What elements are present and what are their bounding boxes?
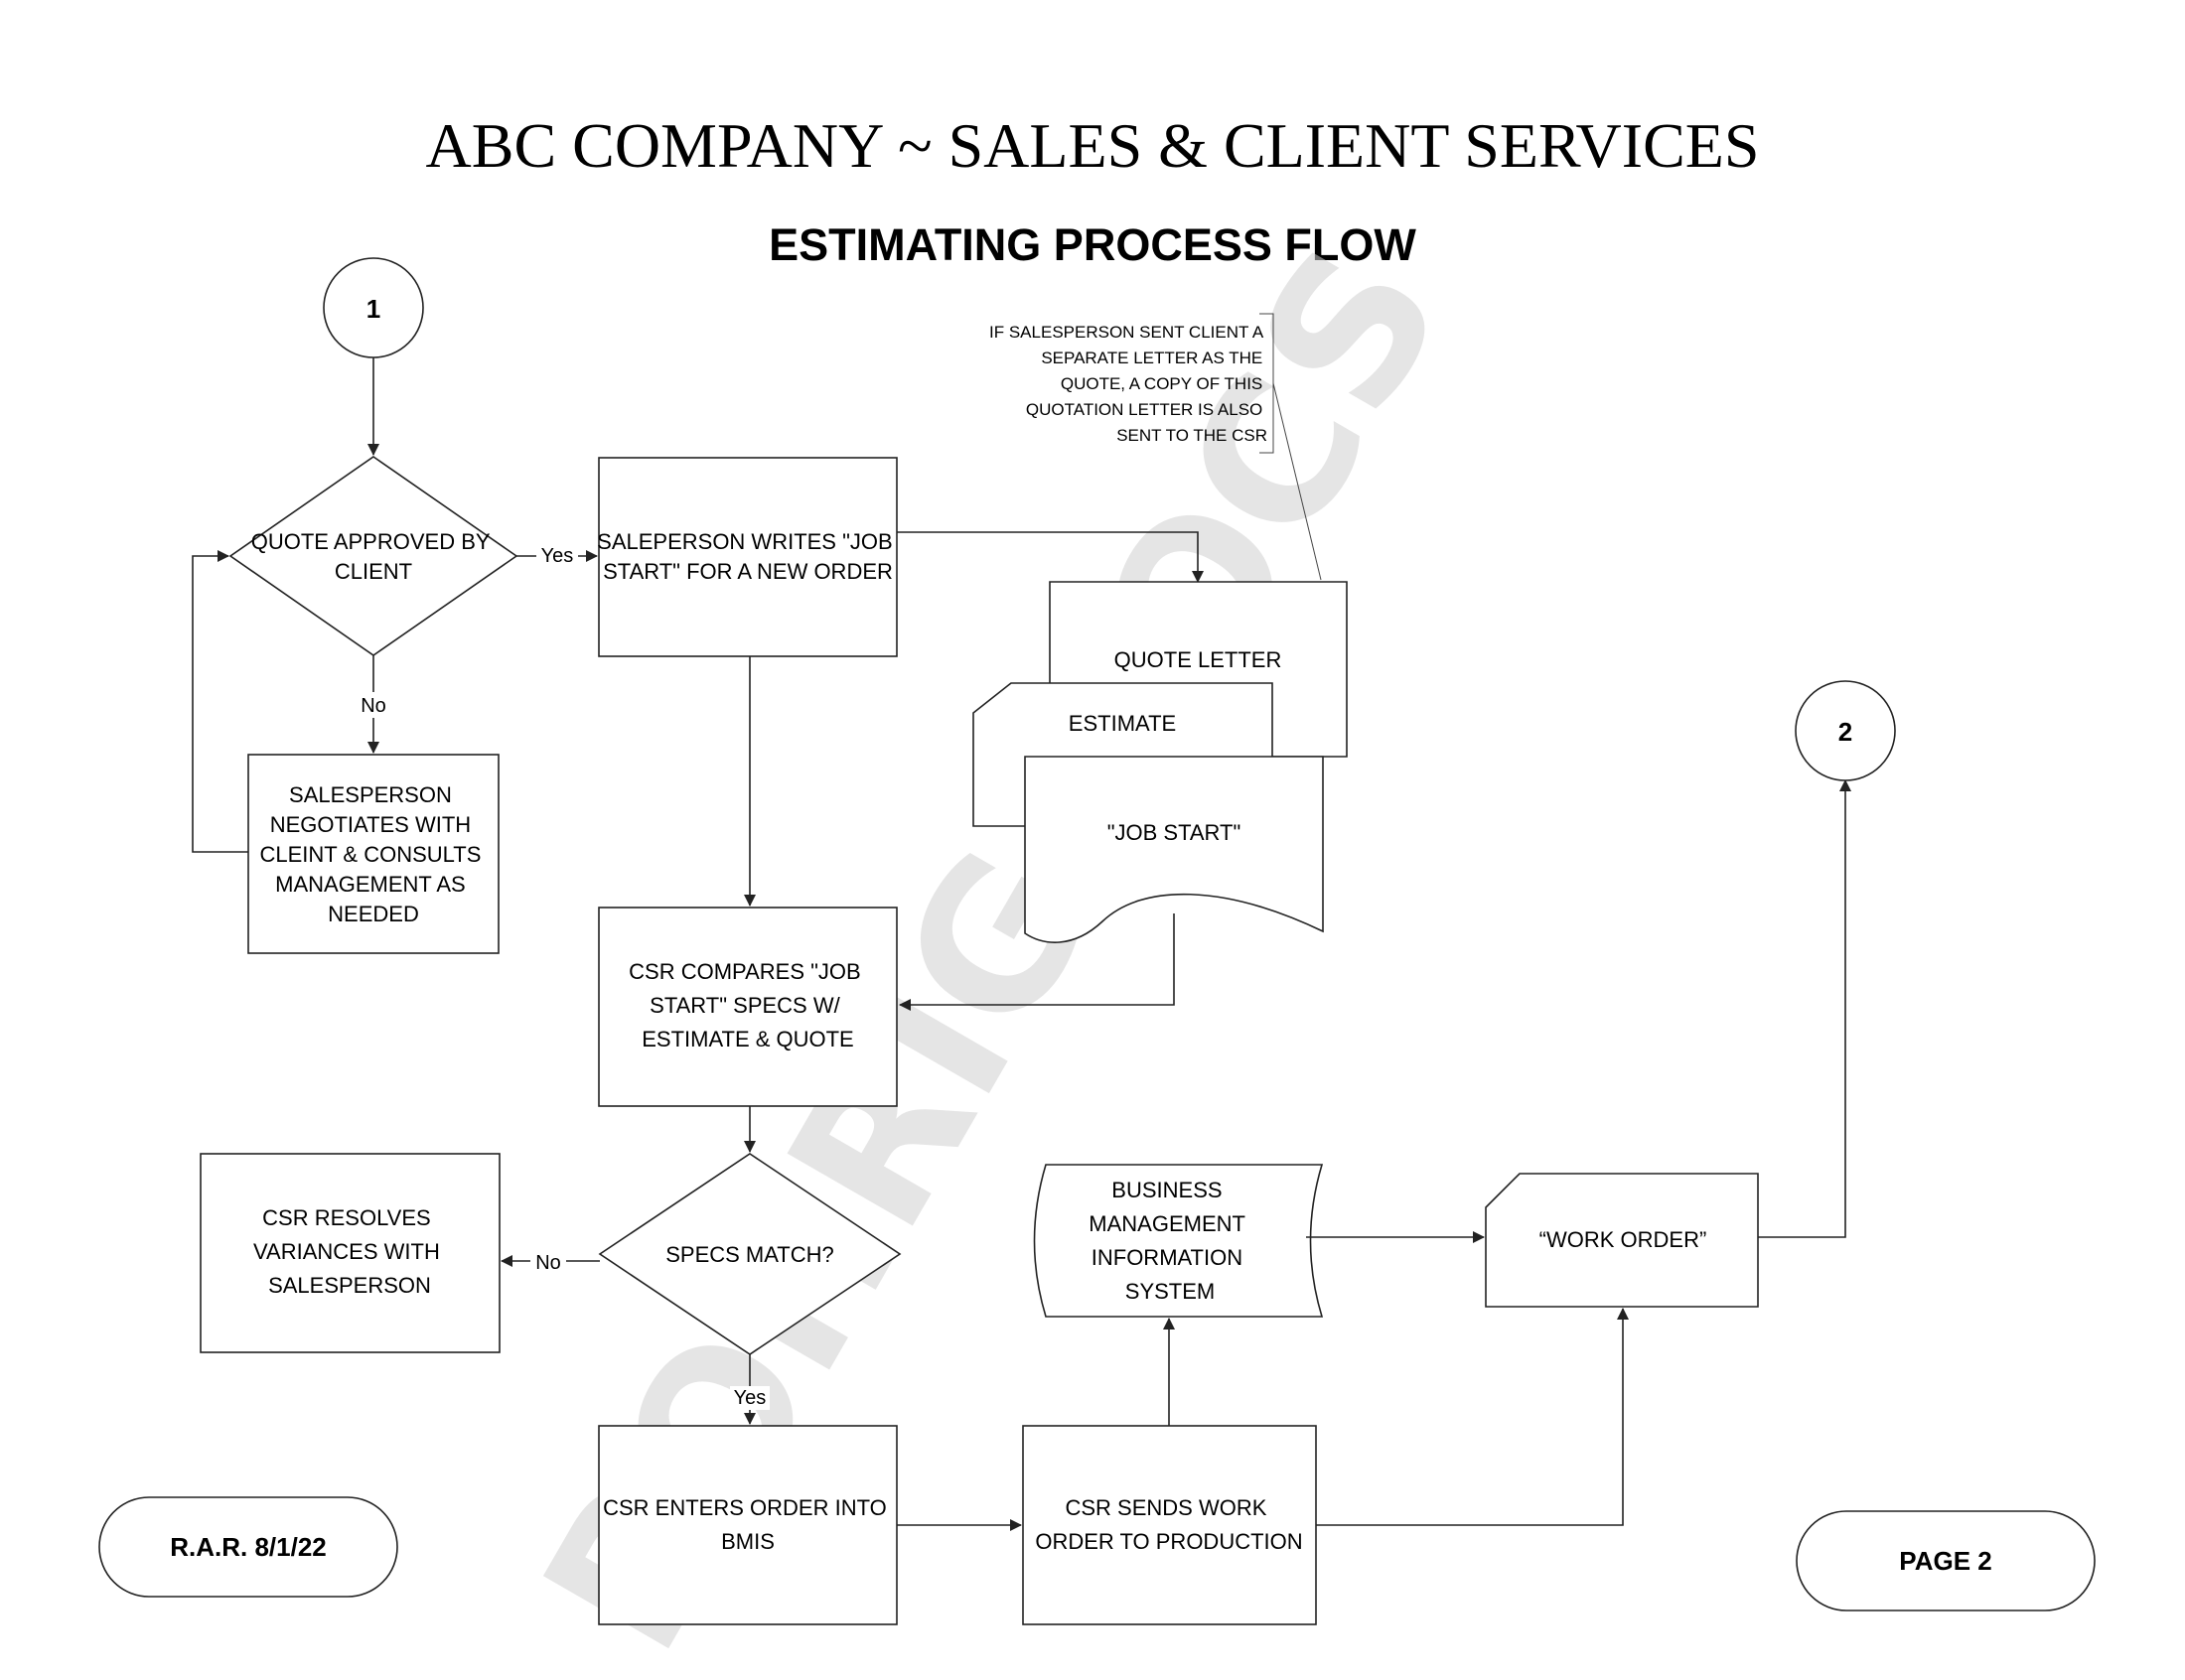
csr-enters-line-2: BMIS <box>721 1529 775 1554</box>
negotiates-line-1: SALESPERSON <box>289 782 452 807</box>
specs-match-decision: SPECS MATCH? <box>598 1153 902 1355</box>
edge-label-no-1: No <box>361 695 386 717</box>
annotation-line-5: SENT TO THE CSR <box>1116 426 1267 445</box>
svg-text:CSR COMPARES "JOB START": CSR COMPARES "JOB START" SPECS W/ ESTIMA… <box>629 959 867 1051</box>
negotiates-process: SALESPERSON NEGOTIATES WITH CLEINT & CON… <box>247 754 500 954</box>
csr-sends-process: CSR SENDS WORK ORDER TO PRODUCTION <box>1022 1425 1317 1625</box>
edge-label-yes-2: Yes <box>734 1387 767 1409</box>
csr-resolves-line-3: SALESPERSON <box>268 1273 431 1298</box>
salesperson-writes-line-2: START" FOR A NEW ORDER <box>603 559 893 584</box>
specs-match-label: SPECS MATCH? <box>665 1242 834 1267</box>
bmis-line-2: MANAGEMENT <box>1089 1211 1244 1236</box>
csr-sends-line-1: CSR SENDS WORK <box>1065 1495 1266 1520</box>
csr-enters-process: CSR ENTERS ORDER INTO BMIS <box>598 1425 898 1625</box>
quote-letter-annotation: IF SALESPERSON SENT CLIENT A SEPARATE LE… <box>989 313 1322 581</box>
negotiates-line-5: NEEDED <box>328 902 419 926</box>
svg-text:CSR SENDS WORK ORDER TO: CSR SENDS WORK ORDER TO PRODUCTION <box>1035 1495 1302 1554</box>
job-start-label: "JOB START" <box>1107 820 1241 845</box>
salesperson-writes-process: SALEPERSON WRITES "JOB START" FOR A NEW … <box>597 457 899 657</box>
csr-enters-line-1: CSR ENTERS ORDER INTO <box>603 1495 887 1520</box>
start-connector-label: 1 <box>366 294 380 324</box>
work-order-document: “WORK ORDER” <box>1485 1173 1759 1308</box>
edge-negotiates-loop <box>192 550 248 853</box>
author-date-label: R.A.R. 8/1/22 <box>170 1532 327 1562</box>
end-connector: 2 <box>1795 680 1896 781</box>
page-number-label: PAGE 2 <box>1899 1546 1991 1576</box>
quote-approved-line-2: CLIENT <box>335 559 412 584</box>
negotiates-line-3: CLEINT & CONSULTS <box>259 842 481 867</box>
negotiates-line-4: MANAGEMENT AS <box>275 872 466 897</box>
annotation-line-1: IF SALESPERSON SENT CLIENT A <box>989 323 1264 342</box>
csr-compares-line-3: ESTIMATE & QUOTE <box>642 1027 854 1051</box>
csr-compares-line-1: CSR COMPARES "JOB <box>629 959 861 984</box>
edge-sends-to-work-order <box>1316 1308 1629 1526</box>
work-order-label: “WORK ORDER” <box>1539 1227 1707 1252</box>
end-connector-label: 2 <box>1838 717 1852 747</box>
svg-text:CSR RESOLVES VARIANCES W: CSR RESOLVES VARIANCES WITH SALESPERSON <box>253 1205 446 1298</box>
csr-compares-line-2: START" SPECS W/ <box>650 993 840 1018</box>
svg-text:QUOTE APPROVED BY CLIENT: QUOTE APPROVED BY CLIENT <box>251 529 497 584</box>
quote-approved-decision: QUOTE APPROVED BY CLIENT <box>228 456 518 656</box>
page-subtitle: ESTIMATING PROCESS FLOW <box>769 219 1416 270</box>
edge-writes-to-quote-letter <box>897 531 1204 583</box>
svg-text:SALEPERSON WRITES "JOB S: SALEPERSON WRITES "JOB START" FOR A NEW … <box>597 529 899 584</box>
edge-label-no-2: No <box>535 1252 561 1274</box>
bmis-line-3: INFORMATION <box>1092 1245 1242 1270</box>
page-title: ABC COMPANY ~ SALES & CLIENT SERVICES <box>426 110 1760 181</box>
annotation-line-2: SEPARATE LETTER AS THE <box>1041 349 1262 367</box>
csr-compares-process: CSR COMPARES "JOB START" SPECS W/ ESTIMA… <box>598 907 898 1107</box>
annotation-line-4: QUOTATION LETTER IS ALSO <box>1026 400 1262 419</box>
csr-resolves-line-1: CSR RESOLVES <box>262 1205 431 1230</box>
job-start-document: "JOB START" <box>1024 756 1324 943</box>
edge-label-yes-1: Yes <box>541 545 574 567</box>
edge-job-start-to-compares <box>899 913 1175 1011</box>
quote-letter-label: QUOTE LETTER <box>1114 647 1282 672</box>
svg-text:SALESPERSON NEGOTIATES W: SALESPERSON NEGOTIATES WITH CLEINT & CON… <box>259 782 487 926</box>
csr-resolves-line-2: VARIANCES WITH <box>253 1239 440 1264</box>
estimate-label: ESTIMATE <box>1069 711 1176 736</box>
csr-resolves-process: CSR RESOLVES VARIANCES WITH SALESPERSON <box>200 1153 501 1353</box>
bmis-data-store: BUSINESS MANAGEMENT INFORMATION SYSTEM <box>1033 1164 1324 1318</box>
csr-sends-line-2: ORDER TO PRODUCTION <box>1035 1529 1302 1554</box>
edge-work-order-to-end <box>1758 779 1851 1238</box>
bmis-line-4: SYSTEM <box>1125 1279 1215 1304</box>
negotiates-line-2: NEGOTIATES WITH <box>270 812 471 837</box>
page-number-terminator: PAGE 2 <box>1796 1510 2096 1611</box>
annotation-line-3: QUOTE, A COPY OF THIS <box>1061 374 1262 393</box>
svg-text:IF SALESPERSON SENT CLIENT A: IF SALESPERSON SENT CLIENT A SEPARATE LE… <box>989 323 1267 445</box>
quote-approved-line-1: QUOTE APPROVED BY <box>251 529 491 554</box>
svg-text:BUSINESS MANAGEMENT: BUSINESS MANAGEMENT INFORMATION SYSTEM <box>1089 1178 1250 1304</box>
start-connector: 1 <box>323 257 424 358</box>
salesperson-writes-line-1: SALEPERSON WRITES "JOB <box>597 529 893 554</box>
svg-text:CSR ENTERS ORDER INTO BM: CSR ENTERS ORDER INTO BMIS <box>603 1495 893 1554</box>
bmis-line-1: BUSINESS <box>1111 1178 1222 1202</box>
author-date-terminator: R.A.R. 8/1/22 <box>98 1496 398 1598</box>
